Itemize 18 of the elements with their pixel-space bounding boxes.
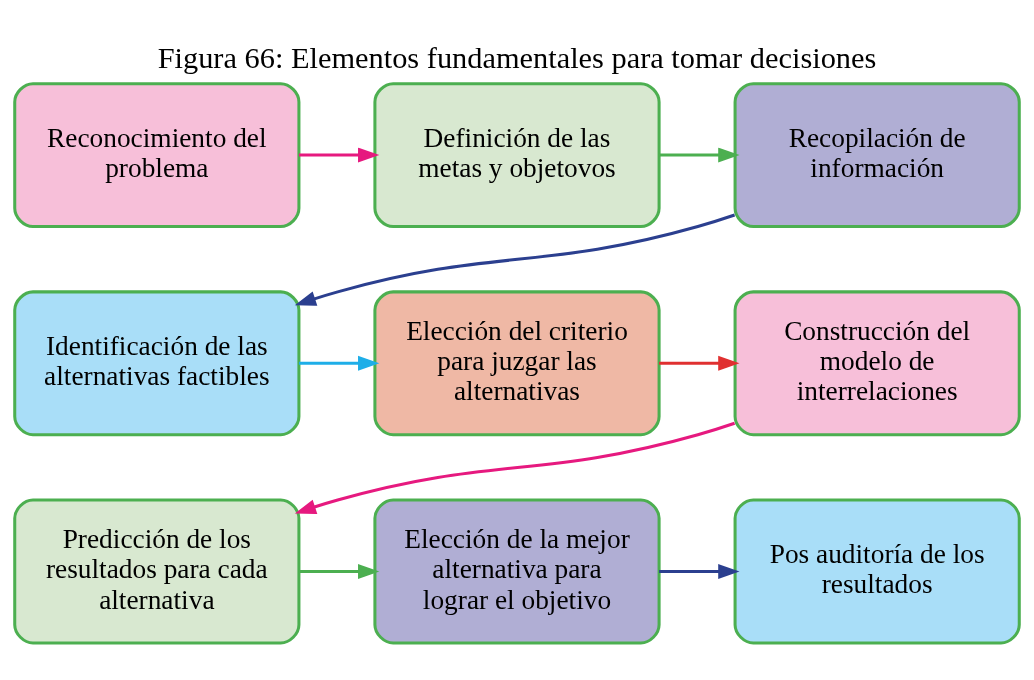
node-box: Reconocimiento del problema [13, 81, 301, 228]
diagram-title: Figura 66: Elementos fundamentales para tomar decisiones [157, 40, 877, 75]
node-box: Definición de las metas y objetovos [373, 81, 661, 228]
arrow [659, 563, 740, 579]
arrow [298, 147, 380, 163]
arrow [294, 421, 736, 514]
node-box: Elección de la mejor alternativa para lograr el objetivo [373, 498, 661, 644]
node-box: Elección del criterio para juzgar las alternativas [373, 289, 661, 436]
node-box: Construcción del modelo de interrelaciones [733, 289, 1021, 436]
node-box: Pos auditoría de los resultados [733, 498, 1021, 644]
arrow [659, 355, 740, 371]
arrow [298, 355, 380, 371]
node-box: Predicción de los resultados para cada alternativa [13, 498, 301, 644]
node-box: Recopilación de información [733, 81, 1021, 228]
arrow [659, 147, 740, 163]
arrow [294, 213, 736, 306]
arrow [298, 563, 380, 579]
node-box: Identificación de las alternativas factibles [13, 289, 301, 436]
